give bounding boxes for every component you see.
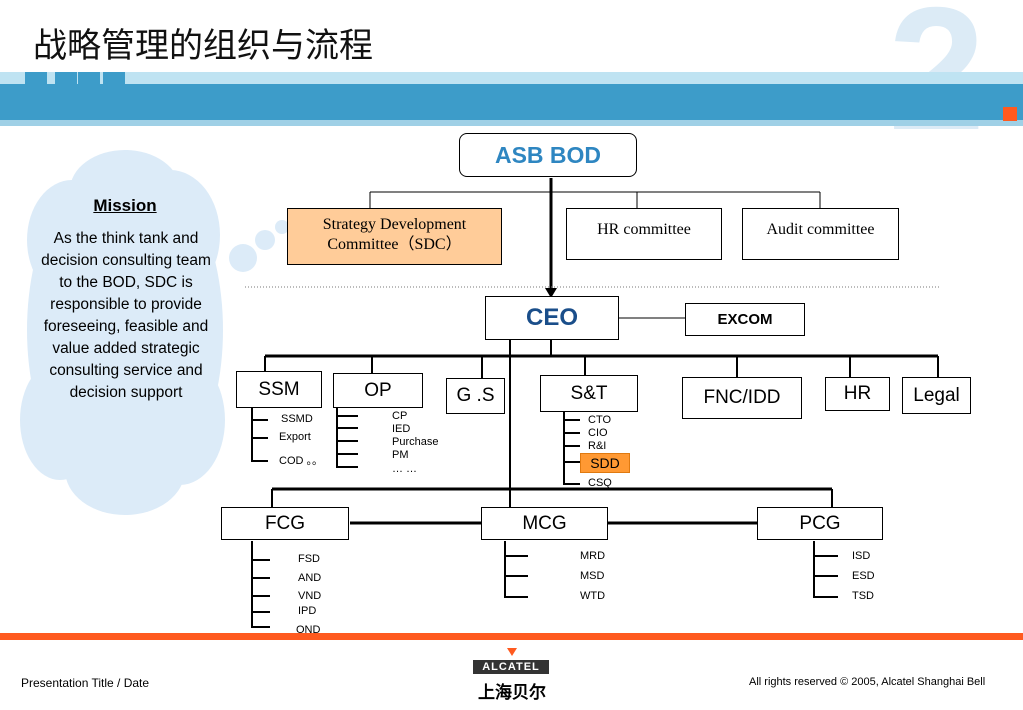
dept-legal: Legal (902, 377, 971, 414)
ssm-item: SSMD (281, 413, 313, 425)
alcatel-triangle-icon (507, 648, 517, 656)
st-item: R&I (588, 440, 607, 452)
ceo-box: CEO (485, 296, 619, 340)
bu-fcg: FCG (221, 507, 349, 540)
mcg-item: WTD (580, 590, 606, 602)
orange-square (1003, 107, 1017, 121)
asb-bod-box: ASB BOD (459, 133, 637, 177)
header-square (25, 72, 47, 86)
op-item: … … (392, 463, 418, 475)
bu-mcg: MCG (481, 507, 608, 540)
st-item: CTO (588, 414, 612, 426)
mission-heading: Mission (93, 196, 157, 215)
footer-band (0, 633, 1023, 640)
alcatel-logo-text: ALCATEL (473, 660, 549, 674)
header-band (0, 84, 1023, 120)
hr-committee-box: HR committee (566, 208, 722, 260)
bu-pcg: PCG (757, 507, 883, 540)
dept-ssm: SSM (236, 371, 322, 408)
fcg-item: AND (298, 572, 322, 584)
st-item: CSQ (588, 477, 612, 489)
header-square (55, 72, 77, 86)
header-square (78, 72, 100, 86)
alcatel-logo-cn: 上海贝尔 (478, 683, 546, 703)
alcatel-logo: ALCATEL 上海贝尔 (467, 645, 557, 705)
sdc-box: Strategy Development Committee（SDC） (287, 208, 502, 265)
excom-box: EXCOM (685, 303, 805, 336)
header-band-bottom (0, 120, 1023, 126)
dept-hr: HR (825, 377, 890, 411)
dept-st: S&T (540, 375, 638, 412)
connector-lines (245, 178, 940, 628)
slide-title: 战略管理的组织与流程 (33, 26, 373, 66)
pcg-item: TSD (852, 590, 874, 602)
st-item: CIO (588, 427, 608, 439)
arrow-head-icon (545, 288, 557, 298)
header-square (103, 72, 125, 86)
mcg-item: MRD (580, 550, 606, 562)
dept-op: OP (333, 373, 423, 408)
op-item: CP (392, 410, 408, 422)
audit-committee-box: Audit committee (742, 208, 899, 260)
op-item: IED (392, 423, 411, 435)
st-item-sdd-highlight: SDD (580, 453, 630, 473)
fcg-item: VND (298, 590, 322, 602)
footer-right: All rights reserved © 2005, Alcatel Shan… (749, 676, 986, 688)
mcg-item: MSD (580, 570, 605, 582)
mission-cloud (20, 150, 289, 515)
fcg-item: FSD (298, 553, 320, 565)
pcg-item: ESD (852, 570, 875, 582)
ssm-item: Export (279, 431, 311, 443)
ssm-item: COD 。。 (279, 455, 323, 467)
mission-text: As the think tank and decision consultin… (41, 230, 211, 401)
dept-fnc-idd: FNC/IDD (682, 377, 802, 419)
header-band-light (0, 72, 1023, 84)
fcg-item: IPD (298, 605, 317, 617)
dept-gs: G .S (446, 378, 505, 414)
footer-left: Presentation Title / Date (21, 676, 150, 690)
pcg-item: ISD (852, 550, 871, 562)
op-item: PM (392, 449, 409, 461)
op-item: Purchase (392, 436, 439, 448)
fcg-item: OND (296, 624, 321, 636)
